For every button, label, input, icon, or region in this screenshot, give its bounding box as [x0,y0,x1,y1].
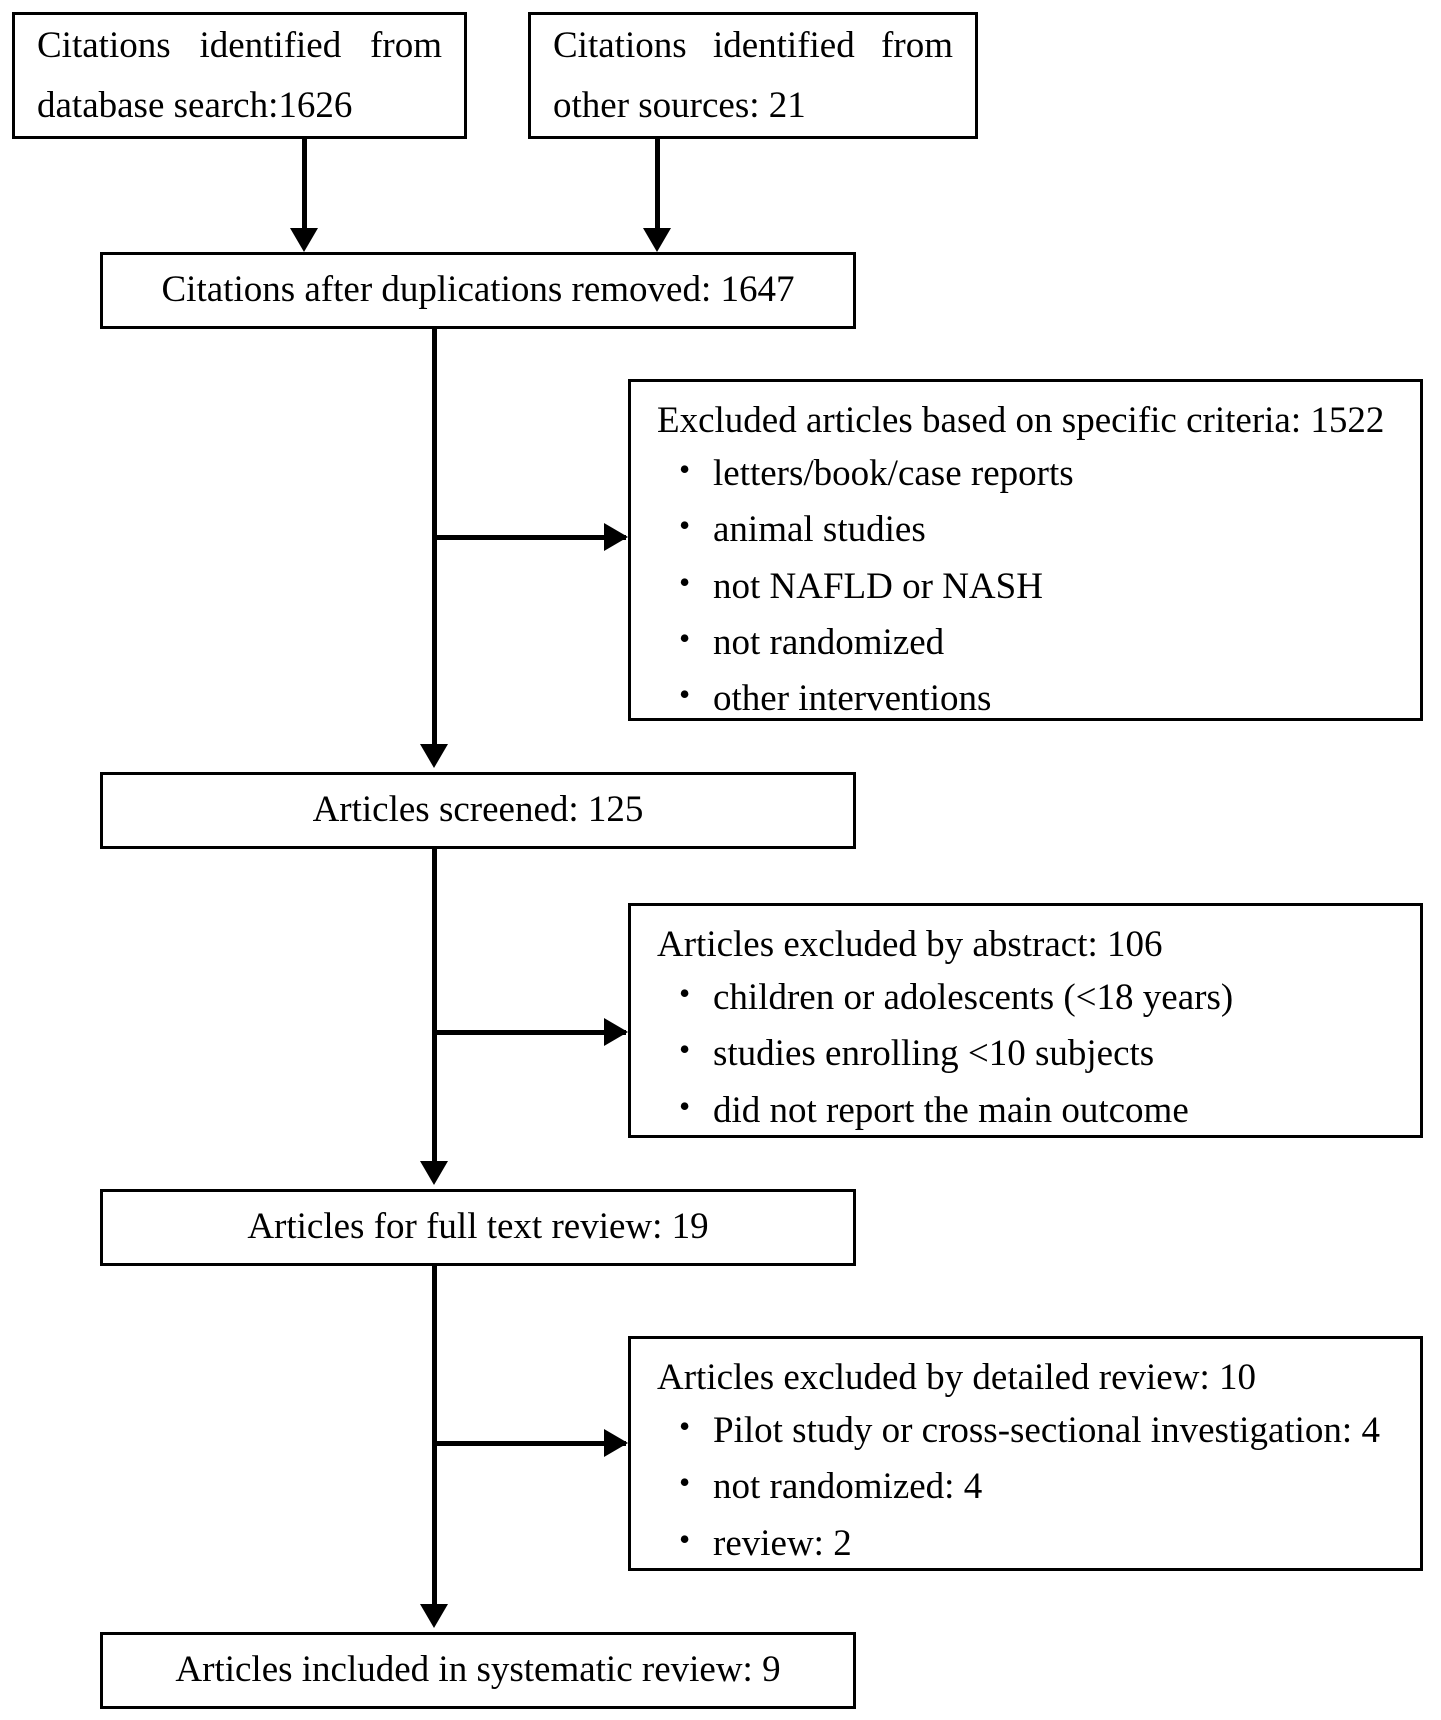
node-articles-full-text-review: Articles for full text review: 19 [100,1189,856,1266]
node-text-word: from [881,24,953,66]
list-item: Pilot study or cross-sectional investiga… [657,1406,1420,1454]
node-articles-screened: Articles screened: 125 [100,772,856,849]
arrowhead-screened-to-excluded-abstract [604,1018,628,1046]
node-citations-database-search: Citations identified from database searc… [12,12,467,139]
arrowhead-fulltext-to-excluded-detailed [604,1429,628,1457]
list-item: not randomized: 4 [657,1462,1420,1510]
list-item: studies enrolling <10 subjects [657,1029,1420,1077]
excluded-criteria-list: letters/book/case reports animal studies… [657,449,1420,732]
node-line: database search:1626 [37,84,353,126]
connector-screened-to-excluded-abstract [434,1030,626,1035]
arrowhead-fulltext-to-included [420,1604,448,1628]
list-item: review: 2 [657,1519,1420,1567]
list-item: other interventions [657,674,1420,722]
list-item: did not report the main outcome [657,1086,1420,1134]
node-excluded-specific-criteria: Excluded articles based on specific crit… [628,379,1423,721]
list-item: not NAFLD or NASH [657,562,1420,610]
arrowhead-dedup-to-screened [420,744,448,768]
node-text-word: identified [199,24,342,66]
node-line: Citations identified from [553,16,953,76]
list-item: children or adolescents (<18 years) [657,973,1420,1021]
node-text-word: identified [712,24,855,66]
node-label: Articles for full text review: 19 [247,1206,709,1248]
node-label: Citations after duplications removed: 16… [161,269,795,311]
excluded-abstract-list: children or adolescents (<18 years) stud… [657,973,1420,1143]
node-text-word: Citations [37,24,171,66]
node-articles-included-systematic-review: Articles included in systematic review: … [100,1632,856,1709]
excluded-detailed-list: Pilot study or cross-sectional investiga… [657,1406,1420,1576]
list-item: not randomized [657,618,1420,666]
arrowhead-database-to-dedup [290,228,318,252]
connector-other-to-dedup [655,139,660,231]
arrowhead-dedup-to-excluded-criteria [604,523,628,551]
node-heading: Excluded articles based on specific crit… [657,400,1385,441]
connector-database-to-dedup [302,139,307,231]
node-heading: Articles excluded by abstract: 106 [657,924,1163,965]
node-label: Articles screened: 125 [312,789,644,831]
node-text-word: Citations [553,24,687,66]
arrowhead-other-to-dedup [643,228,671,252]
list-item: letters/book/case reports [657,449,1420,497]
node-citations-other-sources: Citations identified from other sources:… [528,12,978,139]
arrowhead-screened-to-fulltext [420,1161,448,1185]
node-text-word: from [370,24,442,66]
node-line: Citations identified from [37,16,442,76]
connector-fulltext-to-excluded-detailed [434,1441,626,1446]
node-excluded-detailed-review: Articles excluded by detailed review: 10… [628,1336,1423,1571]
list-item: animal studies [657,505,1420,553]
connector-fulltext-to-included [432,1266,437,1606]
connector-dedup-to-excluded-criteria [434,535,626,540]
node-heading: Articles excluded by detailed review: 10 [657,1357,1256,1398]
connector-screened-to-fulltext [432,849,437,1163]
node-excluded-by-abstract: Articles excluded by abstract: 106 child… [628,903,1423,1138]
node-line: other sources: 21 [553,84,806,126]
node-label: Articles included in systematic review: … [175,1649,781,1691]
node-citations-after-duplications-removed: Citations after duplications removed: 16… [100,252,856,329]
